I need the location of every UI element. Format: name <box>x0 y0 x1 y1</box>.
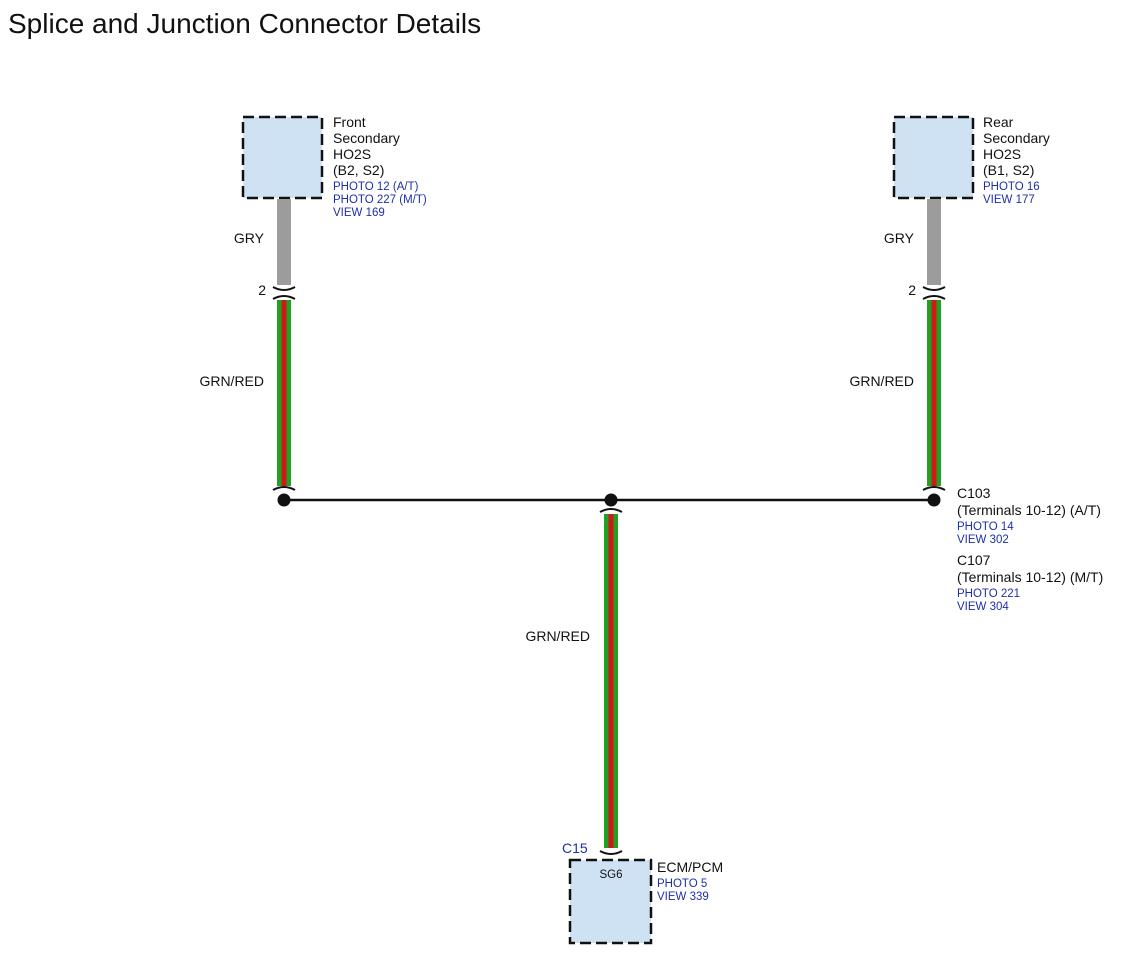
front-connector-pin-2 <box>272 286 296 300</box>
right-splice-dot <box>927 493 941 507</box>
rear-bottom-connector-cap <box>922 486 946 491</box>
ecm-name: ECM/PCM <box>657 859 723 875</box>
c103-view-302-link[interactable]: VIEW 302 <box>957 534 1009 546</box>
c107-photo-221-link[interactable]: PHOTO 221 <box>957 588 1020 600</box>
rear-grn-red-label: GRN/RED <box>849 373 914 389</box>
c107-terminals: (Terminals 10-12) (M/T) <box>957 569 1103 585</box>
front-ho2s-box[interactable] <box>241 115 324 200</box>
front-pin-number: 2 <box>258 282 266 298</box>
ecm-pcm-box[interactable] <box>568 858 653 945</box>
left-splice-dot <box>277 493 291 507</box>
front-gry-wire <box>277 199 291 285</box>
ecm-photo-5-link[interactable]: PHOTO 5 <box>657 878 707 890</box>
rear-ho2s-name-line-1: Rear <box>983 114 1014 130</box>
c103-name: C103 <box>957 485 991 501</box>
front-ho2s-name-line-3: HO2S <box>333 146 371 162</box>
front-grn-red-wire <box>277 300 291 486</box>
c103-photo-14-link[interactable]: PHOTO 14 <box>957 521 1014 533</box>
center-grn-red-label: GRN/RED <box>525 628 590 644</box>
rear-pin-number: 2 <box>908 282 916 298</box>
rear-gry-label: GRY <box>884 230 915 246</box>
c107-view-304-link[interactable]: VIEW 304 <box>957 601 1009 613</box>
c107-name: C107 <box>957 552 991 568</box>
rear-connector-pin-2 <box>922 286 946 300</box>
front-gry-label: GRY <box>234 230 265 246</box>
front-ho2s-component[interactable] <box>241 115 324 200</box>
ecm-connector-c15: C15 <box>562 840 588 856</box>
rear-gry-wire <box>927 199 941 285</box>
front-ho2s-photo-12-link[interactable]: PHOTO 12 (A/T) <box>333 181 419 193</box>
rear-ho2s-photo-16-link[interactable]: PHOTO 16 <box>983 181 1040 193</box>
rear-grn-red-wire <box>927 300 941 486</box>
front-bottom-connector-cap <box>272 486 296 491</box>
ecm-pcm-component[interactable] <box>568 858 653 945</box>
center-top-connector-cap <box>599 508 623 513</box>
center-grn-red-wire <box>604 514 618 848</box>
center-bottom-connector-cap <box>599 850 623 855</box>
front-ho2s-name-line-4: (B2, S2) <box>333 162 384 178</box>
rear-ho2s-name-line-3: HO2S <box>983 146 1021 162</box>
rear-ho2s-name-line-2: Secondary <box>983 130 1050 146</box>
ecm-pin-sg6: SG6 <box>599 869 622 881</box>
page-title: Splice and Junction Connector Details <box>8 8 482 39</box>
ecm-view-339-link[interactable]: VIEW 339 <box>657 891 709 903</box>
front-ho2s-name-line-1: Front <box>333 114 366 130</box>
rear-ho2s-component[interactable] <box>892 115 975 200</box>
center-splice-dot <box>604 493 618 507</box>
front-ho2s-photo-227-link[interactable]: PHOTO 227 (M/T) <box>333 194 427 206</box>
c103-terminals: (Terminals 10-12) (A/T) <box>957 502 1101 518</box>
front-ho2s-view-169-link[interactable]: VIEW 169 <box>333 207 385 219</box>
rear-ho2s-box[interactable] <box>892 115 975 200</box>
front-grn-red-label: GRN/RED <box>199 373 264 389</box>
rear-ho2s-view-177-link[interactable]: VIEW 177 <box>983 194 1035 206</box>
rear-ho2s-name-line-4: (B1, S2) <box>983 162 1034 178</box>
front-ho2s-name-line-2: Secondary <box>333 130 400 146</box>
